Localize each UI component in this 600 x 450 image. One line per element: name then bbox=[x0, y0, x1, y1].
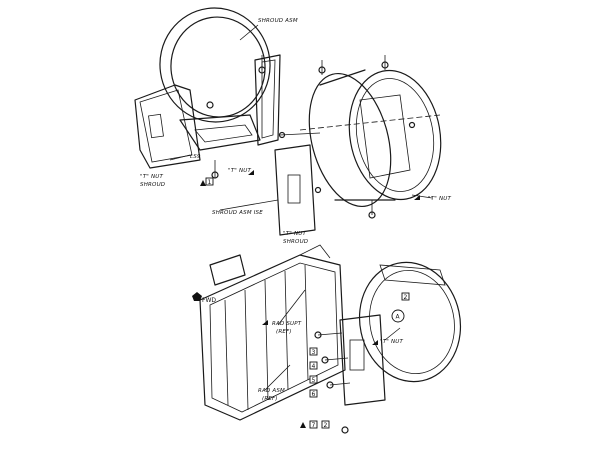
key-marker-8: 2 bbox=[321, 420, 330, 429]
label-rad-supt-ref: (REF) bbox=[276, 329, 292, 335]
fwd-arrow-icon bbox=[192, 292, 202, 301]
leader-lines bbox=[169, 24, 433, 391]
label-t-nut-lower-2: SHROUD bbox=[283, 239, 308, 245]
svg-text:3: 3 bbox=[312, 349, 316, 356]
key-marker-5: 5 bbox=[309, 375, 318, 384]
view-a-label: A bbox=[396, 314, 401, 321]
key-marker-2: 2 bbox=[401, 292, 410, 301]
ref-flag-icon bbox=[262, 320, 268, 325]
label-t-nut-center: "T" NUT bbox=[228, 168, 252, 174]
lower-right-shroud bbox=[314, 261, 462, 434]
upper-left-shroud bbox=[134, 7, 281, 179]
label-rad-asm: RAD ASM bbox=[258, 388, 285, 394]
label-rad-supt: RAD SUPT bbox=[272, 321, 302, 327]
svg-text:4: 4 bbox=[312, 363, 316, 370]
key-marker-1: 1 bbox=[205, 177, 214, 186]
ref-flag-icon bbox=[200, 180, 206, 186]
radiator-assembly bbox=[199, 244, 346, 421]
ref-flag-icon bbox=[300, 422, 306, 428]
ref-flag-icon bbox=[248, 170, 254, 175]
upper-right-shroud bbox=[274, 55, 442, 236]
label-fwd: FWD bbox=[202, 297, 216, 304]
label-rad-asm-ref: (REF) bbox=[262, 396, 278, 402]
view-a-marker: A bbox=[391, 309, 405, 323]
svg-text:7: 7 bbox=[312, 422, 316, 429]
key-marker-3: 3 bbox=[309, 347, 318, 356]
ref-flag-icon bbox=[372, 340, 378, 345]
label-t-nut-right: "T" NUT bbox=[428, 196, 452, 202]
key-marker-6: 6 bbox=[309, 389, 318, 398]
svg-text:6: 6 bbox=[312, 391, 316, 398]
label-shroud-asm-ise: SHROUD ASM ISE bbox=[212, 210, 263, 216]
svg-text:1: 1 bbox=[208, 179, 212, 186]
svg-text:2: 2 bbox=[404, 294, 408, 301]
ref-flag-icon bbox=[414, 195, 420, 200]
label-t-nut-shroud-2: SHROUD bbox=[140, 182, 165, 188]
label-shroud-asm: SHROUD ASM bbox=[258, 18, 298, 24]
svg-text:2: 2 bbox=[324, 422, 328, 429]
label-t-nut-lower: "T" NUT bbox=[283, 231, 307, 237]
label-ls9: LS9 bbox=[190, 154, 201, 160]
label-t-nut-bottom: "T" NUT bbox=[380, 339, 404, 345]
label-t-nut-shroud: "T" NUT bbox=[140, 174, 164, 180]
key-marker-7: 7 bbox=[309, 420, 318, 429]
svg-text:5: 5 bbox=[312, 377, 316, 384]
key-marker-4: 4 bbox=[309, 361, 318, 370]
